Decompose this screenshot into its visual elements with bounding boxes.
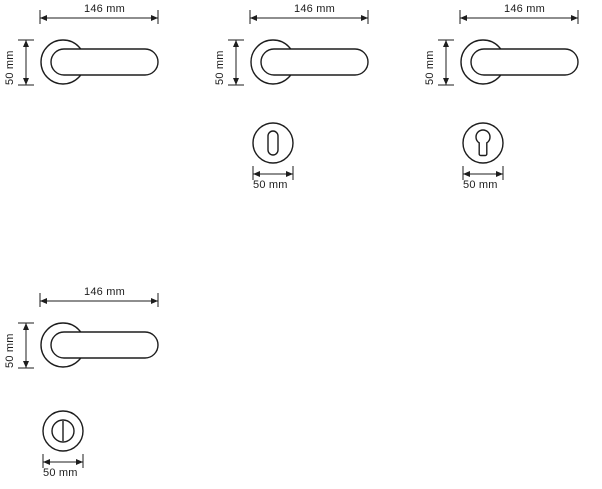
handle-lever [470, 48, 579, 76]
lever-length-label: 146 mm [294, 3, 335, 15]
arrow-right-icon [571, 15, 578, 21]
handle-drawing-wc-turn [18, 293, 159, 468]
panel-wc-turn: 146 mm 50 mm 50 mm [0, 283, 200, 489]
euro-cylinder-keyhole-icon [475, 129, 491, 157]
arrow-up-icon [23, 40, 29, 47]
dimension-rosette-height [18, 39, 34, 86]
dimension-lever-length [39, 293, 159, 307]
dimension-escutcheon-width [462, 166, 504, 180]
arrow-up-icon [23, 323, 29, 330]
rosette-height-label: 50 mm [4, 333, 16, 368]
dimension-rosette-height [228, 39, 244, 86]
escutcheon-keyhole [252, 122, 294, 164]
arrow-down-icon [23, 361, 29, 368]
handle-lever [50, 48, 159, 76]
arrow-right-icon [151, 298, 158, 304]
lever-length-label: 146 mm [84, 3, 125, 15]
handle-drawing-passage [18, 10, 159, 86]
arrow-left-icon [40, 15, 47, 21]
escutcheon-euro-cylinder [462, 122, 504, 164]
arrow-left-icon [253, 171, 260, 177]
arrow-down-icon [233, 78, 239, 85]
dimension-lever-length [39, 10, 159, 24]
dimension-escutcheon-width [42, 454, 84, 468]
arrow-left-icon [250, 15, 257, 21]
escutcheon-width-label: 50 mm [253, 179, 288, 191]
arrow-down-icon [443, 78, 449, 85]
escutcheon-width-label: 50 mm [43, 467, 78, 479]
arrow-up-icon [233, 40, 239, 47]
dimension-lever-length [249, 10, 369, 24]
panel-passage: 146 mm 50 mm [0, 0, 200, 100]
arrow-down-icon [23, 78, 29, 85]
arrow-right-icon [286, 171, 293, 177]
arrow-left-icon [40, 298, 47, 304]
arrow-right-icon [76, 459, 83, 465]
rosette-height-label: 50 mm [424, 50, 436, 85]
handle-drawing-euro-cylinder [438, 10, 579, 180]
arrow-right-icon [151, 15, 158, 21]
handle-drawing-keyhole [228, 10, 369, 180]
dimension-rosette-height [18, 322, 34, 369]
arrow-left-icon [43, 459, 50, 465]
rosette-height-label: 50 mm [4, 50, 16, 85]
dimension-rosette-height [438, 39, 454, 86]
handle-lever [50, 331, 159, 359]
arrow-left-icon [460, 15, 467, 21]
lever-length-label: 146 mm [504, 3, 545, 15]
arrow-up-icon [443, 40, 449, 47]
handle-lever [260, 48, 369, 76]
dimension-escutcheon-width [252, 166, 294, 180]
escutcheon-width-label: 50 mm [463, 179, 498, 191]
rosette-height-label: 50 mm [214, 50, 226, 85]
escutcheon-wc-turn [42, 410, 84, 452]
arrow-right-icon [496, 171, 503, 177]
arrow-left-icon [463, 171, 470, 177]
keyhole-slot-icon [267, 130, 279, 156]
panel-euro-cylinder: 146 mm 50 mm 50 mm [420, 0, 602, 200]
arrow-right-icon [361, 15, 368, 21]
lever-length-label: 146 mm [84, 286, 125, 298]
dimension-lever-length [459, 10, 579, 24]
panel-keyhole: 146 mm 50 mm 50 mm [210, 0, 410, 200]
